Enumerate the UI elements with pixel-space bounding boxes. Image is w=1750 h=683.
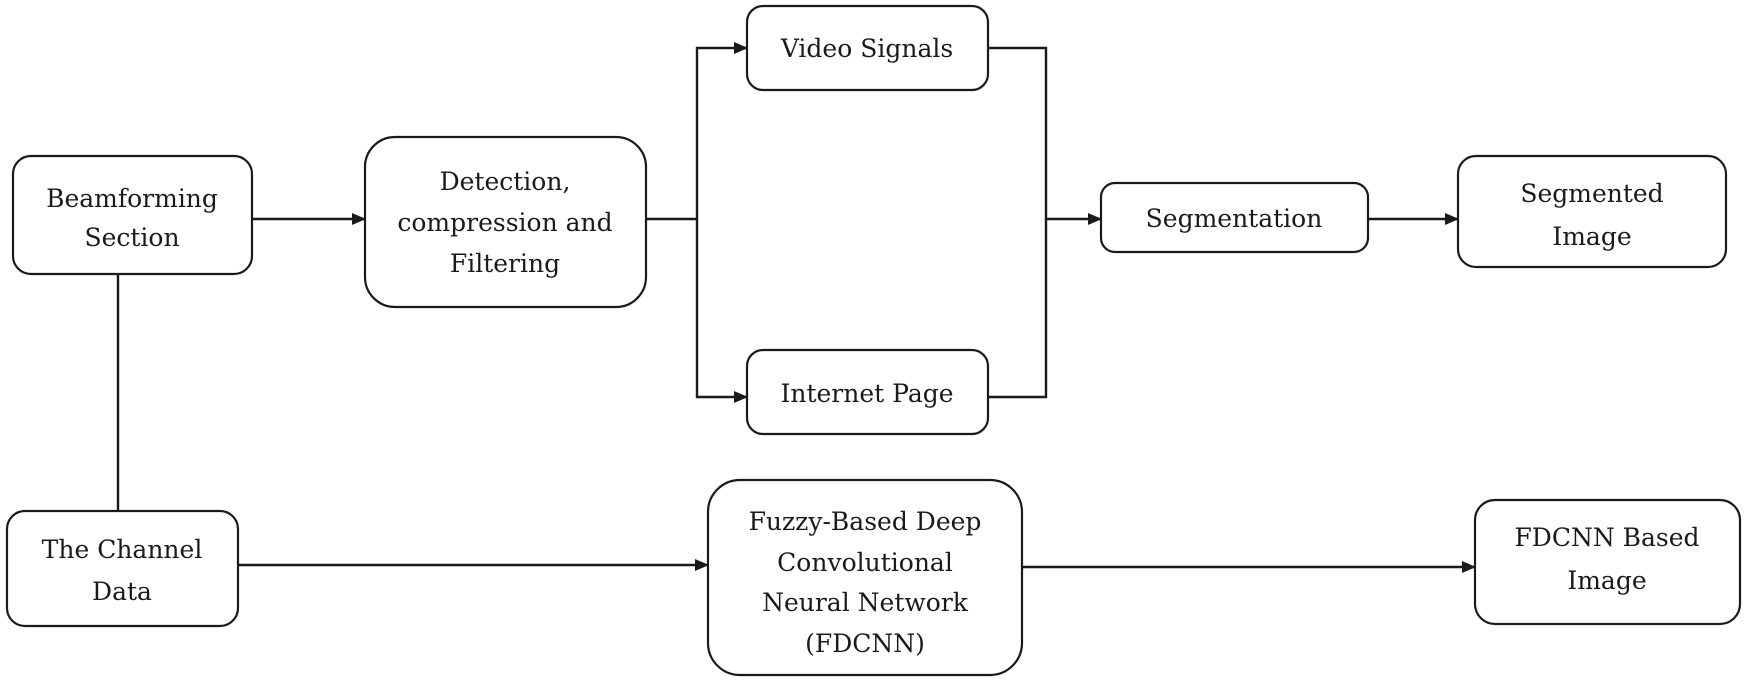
- node-segmented-image-line-2: Image: [1552, 222, 1631, 251]
- node-segmented-image-line-1: Segmented: [1520, 179, 1663, 208]
- node-fdcnn-based-image: FDCNN Based Image: [1473, 498, 1742, 626]
- node-detection-line-1: Detection,: [440, 167, 571, 196]
- node-detection-compression-filtering: Detection, compression and Filtering: [363, 135, 648, 309]
- node-beamforming-section-line-1: Beamforming: [46, 184, 218, 213]
- node-fdcnn: Fuzzy-Based Deep Convolutional Neural Ne…: [706, 478, 1024, 677]
- node-channel-data-line-2: Data: [92, 577, 152, 606]
- node-beamforming-section-line-2: Section: [84, 223, 179, 252]
- connectors: [116, 42, 1476, 573]
- edge-detection-to-internet-page: [695, 219, 748, 403]
- node-internet-page-line-1: Internet Page: [780, 379, 953, 408]
- node-beamforming-section: Beamforming Section: [11, 154, 254, 276]
- edge-internet-page-to-segmentation: [988, 219, 1048, 399]
- node-fdcnn-line-1: Fuzzy-Based Deep: [749, 507, 982, 536]
- node-detection-line-2: compression and: [397, 208, 612, 237]
- node-fdcnn-line-2: Convolutional: [777, 548, 953, 577]
- node-channel-data: The Channel Data: [5, 509, 240, 628]
- node-segmentation: Segmentation: [1099, 181, 1370, 254]
- node-channel-data-line-1: The Channel: [42, 535, 203, 564]
- edge-detection-to-video-signals: [646, 42, 748, 221]
- edge-video-signals-to-segmentation: [988, 46, 1102, 225]
- node-fdcnn-based-image-line-2: Image: [1567, 566, 1646, 595]
- node-fdcnn-line-3: Neural Network: [762, 588, 969, 617]
- node-video-signals-line-1: Video Signals: [780, 34, 953, 63]
- node-fdcnn-based-image-line-1: FDCNN Based: [1514, 523, 1699, 552]
- node-video-signals: Video Signals: [745, 4, 990, 92]
- node-fdcnn-line-4: (FDCNN): [805, 629, 925, 658]
- node-internet-page: Internet Page: [745, 348, 990, 436]
- node-detection-line-3: Filtering: [450, 249, 560, 278]
- node-segmented-image: Segmented Image: [1456, 154, 1728, 269]
- node-segmentation-line-1: Segmentation: [1146, 204, 1323, 233]
